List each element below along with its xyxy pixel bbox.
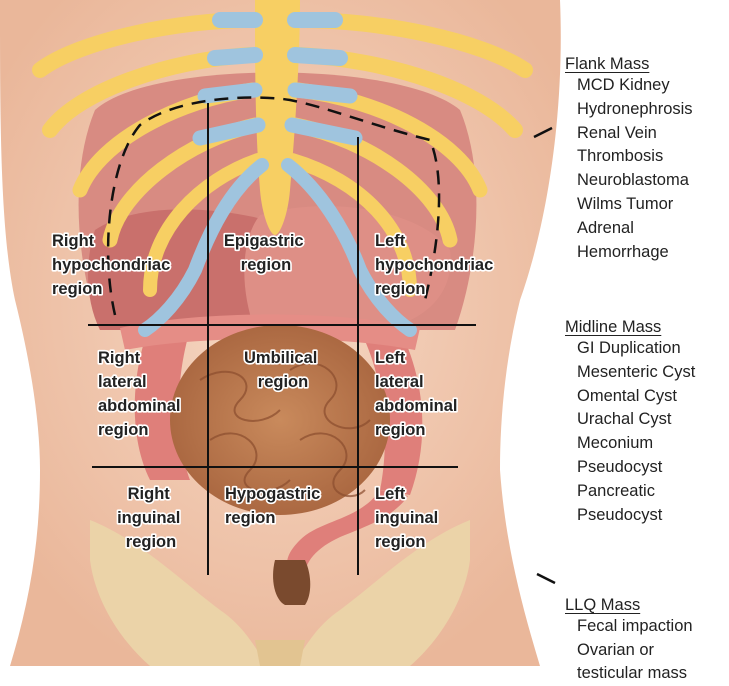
flank-mass-title: Flank Mass (565, 55, 693, 74)
list-item: Thrombosis (565, 145, 693, 169)
list-item: Hydronephrosis (565, 98, 693, 122)
list-item: Ovarian or (565, 639, 693, 663)
list-item: Meconium (565, 432, 695, 456)
list-item: Omental Cyst (565, 385, 695, 409)
midline-mass-list: Midline Mass GI Duplication Mesenteric C… (565, 318, 695, 527)
list-item: Mesenteric Cyst (565, 361, 695, 385)
pubic-symphysis (255, 640, 305, 666)
flank-mass-list: Flank Mass MCD Kidney Hydronephrosis Ren… (565, 55, 693, 264)
list-item: Adrenal (565, 217, 693, 241)
list-item: MCD Kidney (565, 74, 693, 98)
list-item: Renal Vein (565, 122, 693, 146)
list-item: Pseudocyst (565, 504, 695, 528)
list-item: Pancreatic (565, 480, 695, 504)
llq-mass-title: LLQ Mass (565, 596, 693, 615)
list-item: GI Duplication (565, 337, 695, 361)
list-item: Neuroblastoma (565, 169, 693, 193)
llq-mass-list: LLQ Mass Fecal impaction Ovarian or test… (565, 596, 693, 686)
llq-pointer (537, 574, 555, 583)
rectum (273, 560, 310, 605)
list-item: Wilms Tumor (565, 193, 693, 217)
list-item: Hemorrhage (565, 241, 693, 265)
list-item: Fecal impaction (565, 615, 693, 639)
midline-mass-title: Midline Mass (565, 318, 695, 337)
list-item: Pseudocyst (565, 456, 695, 480)
list-item: Urachal Cyst (565, 408, 695, 432)
